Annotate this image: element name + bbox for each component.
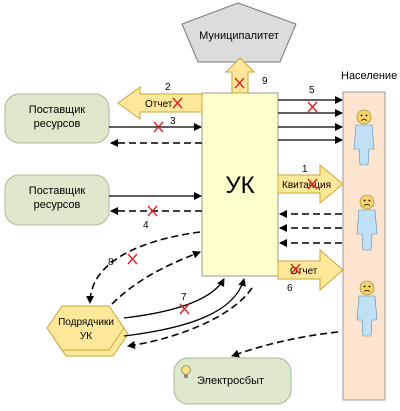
power-sales-label: Электросбыт [197, 375, 264, 387]
number-8: 8 [108, 257, 114, 268]
supplier-mid-line2: ресурсов [34, 199, 81, 211]
person-icon [353, 109, 375, 166]
contractors-line1: Подрядчики [58, 317, 114, 328]
number-6: 6 [287, 283, 293, 294]
management-company-node[interactable] [201, 92, 279, 277]
population-title: Население [341, 70, 397, 82]
contractors-node[interactable] [46, 305, 125, 351]
supplier-mid-line1: Поставщик [29, 185, 86, 197]
cross-mark-icon [179, 303, 190, 315]
number-3: 3 [170, 116, 176, 127]
report-bottom-label: Отчет [290, 266, 318, 277]
cross-mark-icon [147, 205, 158, 217]
cross-mark-icon [127, 253, 138, 265]
number-9: 9 [262, 76, 268, 87]
edge-population-to-power-sales [231, 331, 339, 358]
edge-uk-to-contractors-dashed-outer [86, 231, 201, 304]
cross-mark-icon [307, 101, 318, 113]
municipality-label: Муниципалитет [199, 30, 279, 42]
number-5: 5 [309, 85, 315, 96]
cross-mark-icon [307, 178, 318, 190]
supplier-top-line2: ресурсов [34, 118, 81, 130]
cross-mark-icon [153, 121, 164, 133]
arrow-to-municipality [224, 57, 256, 94]
number-1: 1 [302, 164, 308, 175]
arrow-report-bottom [277, 248, 344, 292]
arrow-report-top [117, 86, 203, 120]
person-icon [356, 194, 378, 251]
cross-mark-icon [234, 77, 245, 89]
number-2: 2 [165, 82, 171, 93]
supplier-top-node[interactable] [4, 93, 110, 144]
lightbulb-icon [181, 365, 191, 378]
arrow-receipt [277, 163, 344, 205]
report-top-label: Отчет [145, 99, 173, 110]
number-4: 4 [143, 220, 149, 231]
power-sales-node[interactable] [173, 357, 292, 405]
cross-mark-icon [172, 97, 183, 109]
number-7: 7 [181, 292, 187, 303]
edge-contractors-to-uk-solid-2 [123, 278, 247, 337]
supplier-mid-node[interactable] [4, 174, 110, 226]
cross-mark-icon [290, 263, 301, 275]
contractors-line2: УК [80, 331, 92, 342]
management-company-label: УК [225, 172, 254, 199]
supplier-top-line1: Поставщик [29, 104, 86, 116]
edge-contractors-to-uk-dashed-inner [111, 250, 201, 305]
receipt-label: Квитанция [282, 180, 331, 191]
edge-contractors-to-uk-solid-1 [123, 278, 225, 319]
edge-to-contractors-lower [127, 287, 253, 349]
person-icon [356, 280, 378, 337]
